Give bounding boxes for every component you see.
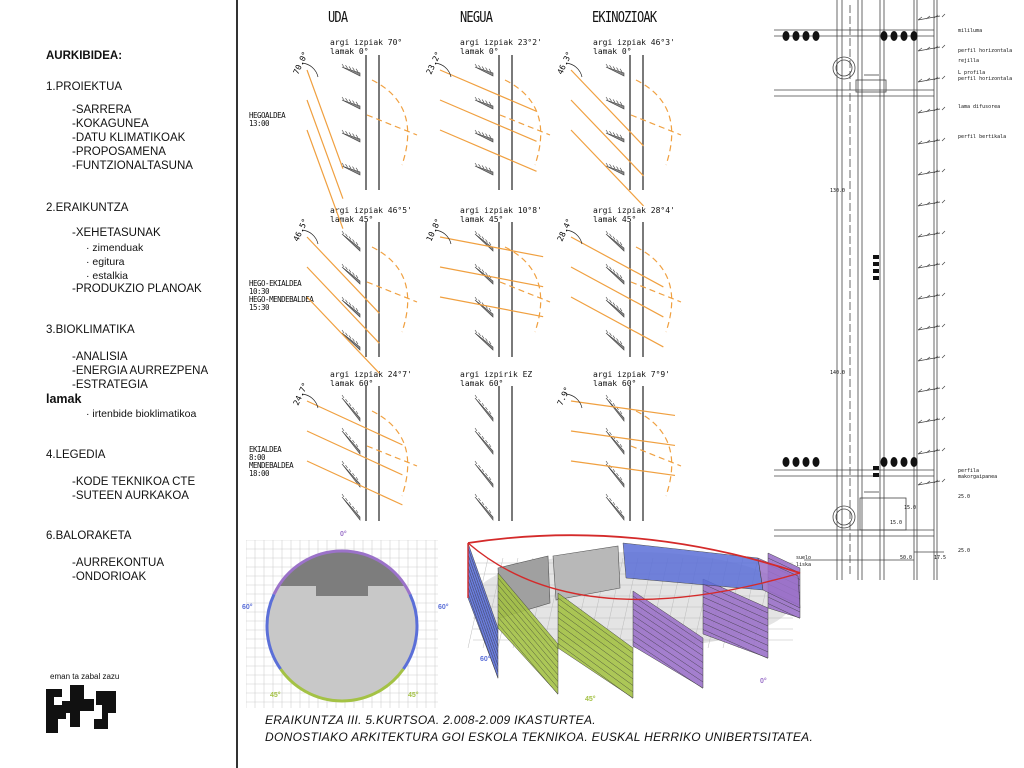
- cell-caption: argi izpiak 70° lamak 0°: [330, 38, 403, 56]
- louver-cell: 70.0°: [292, 50, 418, 229]
- index-item: zimenduak: [86, 242, 143, 255]
- plan-angle-label: 0°: [340, 531, 347, 538]
- axonometric-view: [467, 534, 801, 699]
- louver-cell: 28.4°: [556, 217, 682, 357]
- section-label: makorgaipanea: [958, 474, 998, 480]
- index-item: -DATU KLIMATIKOAK: [72, 132, 186, 144]
- louver-cell: 7.9°: [556, 386, 682, 521]
- index-item: -FUNTZIONALTASUNA: [72, 160, 193, 172]
- cell-caption: argi izpiak 23°2' lamak 0°: [460, 38, 542, 56]
- axo-angle-label: 45°: [585, 696, 596, 703]
- section-label: rejilla: [958, 58, 980, 64]
- index-item: -ENERGIA AURREZPENA: [72, 365, 209, 377]
- section-dimension: 17.5: [934, 555, 947, 561]
- index-item: estalkia: [86, 270, 128, 283]
- section-dimension: 15.0: [904, 505, 917, 511]
- plan-angle-label: 45°: [270, 692, 281, 699]
- section-dimension: 25.0: [958, 494, 971, 500]
- index-item: -ESTRATEGIA: [72, 379, 148, 391]
- index-item: 4.LEGEDIA: [46, 449, 106, 461]
- cell-caption: argi izpiak 7°9' lamak 60°: [593, 370, 671, 388]
- axo-angle-label: 0°: [760, 678, 767, 685]
- index-item: -SUTEEN AURKAKOA: [72, 490, 189, 502]
- louver-cell: 24.7°: [292, 381, 418, 521]
- logo-motto: eman ta zabal zazu: [50, 672, 120, 681]
- louver-cell: 46.3°: [556, 50, 682, 207]
- index-item: egitura: [86, 256, 124, 269]
- divider-line: [236, 0, 238, 768]
- louver-sun-diagrams: 70.0° 23.2° 46.3° 46.5° 10.8° 28.4° 24.7° 7.9°: [292, 50, 682, 521]
- index-item: -KOKAGUNEA: [72, 118, 149, 130]
- louver-cell: 23.2°: [425, 50, 551, 190]
- section-dimension: 130.0: [830, 188, 846, 194]
- footer-line-1: ERAIKUNTZA III. 5.KURTSOA. 2.008-2.009 I…: [265, 713, 596, 727]
- ray-angle-label: 28.4°: [556, 217, 574, 243]
- cell-caption: argi izpirik EZ lamak 60°: [460, 370, 533, 388]
- index-item: 6.BALORAKETA: [46, 530, 132, 542]
- plan-angle-label: 60°: [242, 604, 253, 611]
- index-item: 1.PROIEKTUA: [46, 81, 123, 93]
- index-item: -AURREKONTUA: [72, 557, 165, 569]
- index-item: -KODE TEKNIKOA CTE: [72, 476, 196, 488]
- cell-caption: argi izpiak 46°3' lamak 0°: [593, 38, 675, 56]
- index-item: -ONDORIOAK: [72, 571, 147, 583]
- louver-cell: 46.5°: [292, 217, 418, 374]
- main-content: UDA NEGUA EKINOZIOAK argi izpiak 70° lam…: [240, 0, 1024, 768]
- index-item: -PRODUKZIO PLANOAK: [72, 283, 202, 295]
- section-label: L profila: [958, 70, 986, 76]
- ray-angle-label: 24.7°: [292, 381, 310, 407]
- cell-caption: argi izpiak 46°5' lamak 45°: [330, 206, 412, 224]
- ray-angle-label: 7.9°: [556, 386, 572, 407]
- index-item: -ANALISIA: [72, 351, 128, 363]
- col-header-ekinozioak: EKINOZIOAK: [592, 8, 657, 26]
- section-label: mililuma: [958, 28, 983, 34]
- index-item: lamak: [46, 392, 82, 406]
- section-label: liska: [796, 562, 812, 568]
- circular-plan-view: [246, 540, 438, 708]
- section-label: suelo: [796, 555, 812, 561]
- section-dimension: 15.0: [890, 520, 903, 526]
- section-label: perfila: [958, 468, 980, 474]
- section-label: perfil horizontala: [958, 76, 1013, 82]
- university-logo: [46, 685, 116, 733]
- axo-angle-label: 60°: [480, 656, 491, 663]
- section-label: perfil horizontala: [958, 48, 1013, 54]
- index-sidebar: AURKIBIDEA: 1.PROIEKTUA -SARRERA -KOKAGUNEA…: [0, 0, 236, 768]
- cell-caption: argi izpiak 24°7' lamak 60°: [330, 370, 412, 388]
- index-item: -PROPOSAMENA: [72, 146, 166, 158]
- louver-cell: 10.8°: [425, 217, 551, 357]
- footer-line-2: DONOSTIAKO ARKITEKTURA GOI ESKOLA TEKNIK…: [265, 730, 814, 744]
- col-header-negua: NEGUA: [460, 8, 493, 26]
- cell-caption: argi izpiak 10°8' lamak 45°: [460, 206, 542, 224]
- index-item: AURKIBIDEA:: [46, 50, 123, 62]
- cell-caption: argi izpiak 28°4' lamak 45°: [593, 206, 675, 224]
- louver-cell: [474, 386, 513, 521]
- index-item: -XEHETASUNAK: [72, 227, 161, 239]
- plan-angle-label: 45°: [408, 692, 419, 699]
- section-dimension: 25.0: [958, 548, 971, 554]
- index-item: irtenbide bioklimatikoa: [86, 408, 196, 421]
- col-header-uda: UDA: [328, 8, 348, 26]
- ray-angle-label: 10.8°: [425, 217, 443, 243]
- section-dimension: 140.0: [830, 370, 846, 376]
- facade-section-detail: [774, 0, 946, 580]
- index-item: 3.BIOKLIMATIKA: [46, 324, 135, 336]
- index-item: -SARRERA: [72, 104, 132, 116]
- section-dimension: 50.0: [900, 555, 913, 561]
- plan-angle-label: 60°: [438, 604, 449, 611]
- index-item: 2.ERAIKUNTZA: [46, 202, 129, 214]
- ray-angle-label: 46.5°: [292, 217, 310, 243]
- ray-angle-label: 23.2°: [425, 50, 443, 76]
- ray-angle-label: 46.3°: [556, 50, 574, 76]
- section-label: lama difusorea: [958, 104, 1001, 110]
- section-label: perfil bertikala: [958, 134, 1007, 140]
